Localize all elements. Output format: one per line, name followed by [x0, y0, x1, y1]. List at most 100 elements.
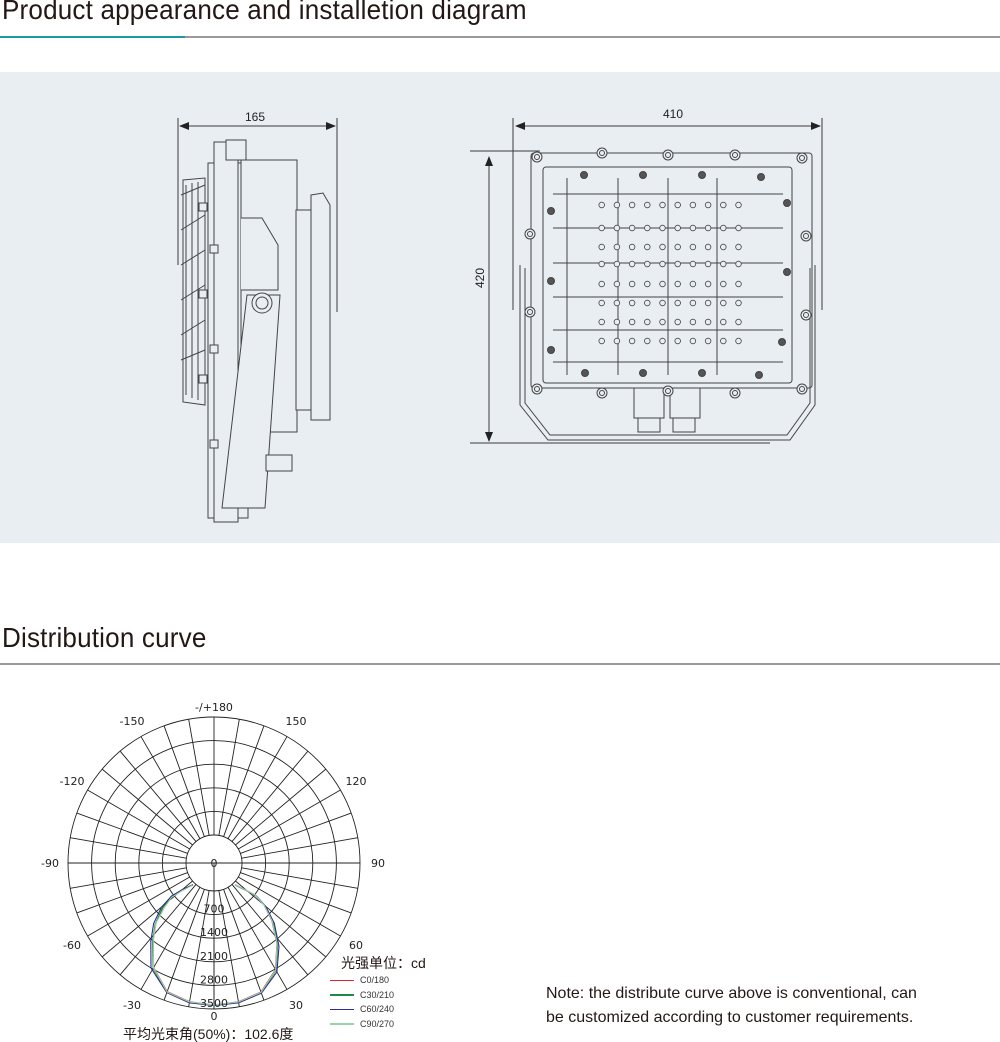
led-icon	[674, 299, 681, 307]
led-icon	[689, 299, 697, 307]
legend-swatch	[330, 979, 354, 982]
led-icon	[735, 280, 742, 288]
led-icon	[659, 337, 666, 345]
led-icon	[598, 243, 605, 251]
bolt-icon	[599, 390, 605, 396]
legend-label: C60/240	[360, 1004, 395, 1014]
led-icon	[628, 318, 636, 326]
led-icon	[735, 201, 742, 209]
angle-tick-label: 150	[286, 715, 307, 728]
led-icon	[628, 280, 636, 288]
led-icon	[735, 337, 742, 345]
note-line-1: Note: the distribute curve above is conv…	[546, 985, 917, 1002]
front-width-label: 410	[663, 107, 683, 121]
angle-tick-label: 90	[371, 857, 385, 870]
led-icon	[704, 224, 712, 232]
led-icon	[598, 201, 605, 209]
led-icon	[735, 243, 742, 251]
polar-spoke	[235, 768, 327, 846]
polar-spoke	[218, 890, 240, 1007]
angle-tick-label: 60	[349, 939, 363, 952]
bolt-icon	[527, 231, 533, 237]
bolt-icon	[599, 150, 605, 156]
radial-tick-label: 3500	[200, 997, 228, 1010]
led-icon	[644, 201, 651, 209]
led-icon	[689, 224, 697, 232]
clip-bolt-icon	[698, 171, 706, 179]
led-icon	[644, 318, 651, 326]
radial-tick-label: 1400	[200, 926, 228, 939]
bolt-icon	[665, 152, 671, 158]
led-icon	[689, 280, 697, 288]
installation-diagram: 165 410 420	[177, 107, 823, 523]
unit-label: 光强单位：cd	[341, 955, 426, 971]
section-title-distribution: Distribution curve	[2, 622, 207, 653]
angle-tick-label: 120	[346, 775, 367, 788]
polar-spoke	[70, 837, 187, 859]
led-icon	[613, 260, 621, 268]
clip-bolt-icon	[547, 346, 555, 354]
led-icon	[674, 260, 681, 268]
bolt-icon	[803, 312, 809, 318]
led-icon	[659, 318, 666, 326]
polar-spoke	[70, 867, 187, 889]
polar-spoke	[240, 812, 352, 854]
led-icon	[644, 337, 651, 345]
led-icon	[598, 224, 605, 232]
led-icon	[720, 201, 727, 209]
polar-spoke	[231, 884, 309, 976]
clip-bolt-icon	[547, 277, 555, 285]
note-line-2: be customized according to customer requ…	[546, 1009, 914, 1026]
clip-bolt-icon	[580, 171, 588, 179]
led-icon	[659, 260, 666, 268]
led-icon	[674, 224, 681, 232]
radial-tick-label: 2800	[200, 973, 228, 986]
legend-swatch	[330, 1008, 354, 1011]
led-icon	[720, 337, 727, 345]
bolt-icon	[803, 233, 809, 239]
bolt-icon	[534, 154, 540, 160]
clip-bolt-icon	[783, 199, 791, 207]
clip-bolt-icon	[639, 171, 647, 179]
led-icon	[628, 299, 636, 307]
front-height-dimension: 420	[470, 150, 770, 444]
clip-bolt-icon	[755, 371, 763, 379]
led-icon	[598, 299, 605, 307]
legend-label: C30/210	[360, 989, 395, 1000]
polar-spoke	[76, 872, 188, 914]
led-icon	[720, 260, 727, 268]
polar-spoke	[223, 889, 265, 1001]
led-icon	[674, 243, 681, 251]
angle-tick-label: -30	[123, 999, 141, 1012]
led-icon	[704, 318, 712, 326]
bolt-icon	[665, 388, 671, 394]
polar-spoke	[241, 837, 358, 859]
angle-tick-label: -/+180	[195, 701, 233, 714]
legend-swatch	[330, 1023, 354, 1025]
legend-label: C90/270	[360, 1018, 395, 1029]
front-view-lamp	[519, 147, 816, 441]
series-curve-C90-270	[152, 884, 278, 1006]
led-icon	[659, 299, 666, 307]
bolt-icon	[799, 155, 805, 161]
led-icon	[674, 337, 681, 345]
bolt-icon	[799, 386, 805, 392]
polar-spoke	[140, 736, 201, 839]
led-icon	[613, 280, 621, 288]
bolt-icon	[732, 390, 738, 396]
led-icon	[689, 260, 697, 268]
side-width-label: 165	[245, 110, 265, 124]
led-icon	[628, 337, 636, 345]
angle-tick-label: -150	[120, 715, 145, 728]
polar-spoke	[163, 889, 205, 1001]
led-icon	[689, 337, 697, 345]
legend-item: C0/180	[330, 975, 389, 986]
front-height-label: 420	[473, 268, 487, 288]
accent-bar	[0, 36, 185, 38]
led-icon	[598, 318, 605, 326]
radial-tick-label: 0	[211, 857, 218, 870]
led-icon	[613, 337, 621, 345]
angle-tick-label: -60	[63, 939, 81, 952]
led-icon	[644, 299, 651, 307]
led-icon	[644, 260, 651, 268]
